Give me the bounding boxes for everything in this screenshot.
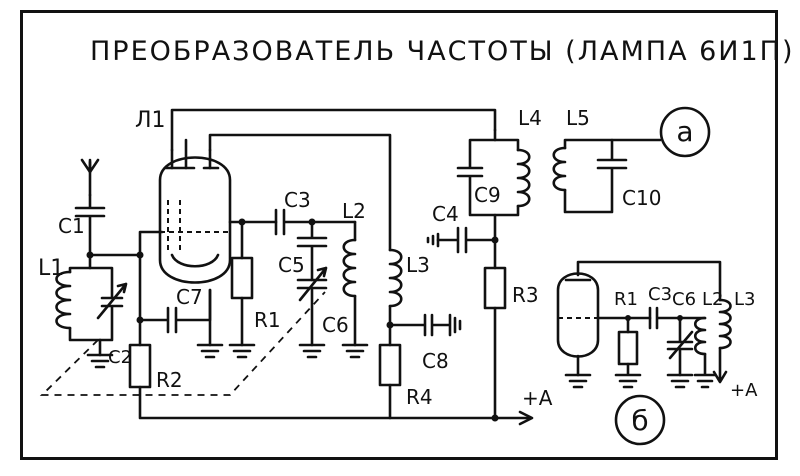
ground-icon <box>86 353 114 369</box>
label-r4: R4 <box>406 385 433 409</box>
coil-l2-b <box>693 316 717 389</box>
tube-circuit-b <box>556 260 722 389</box>
circuit-a-mark-text: а <box>676 115 693 148</box>
circuit-b-mark <box>614 394 666 446</box>
coil-l2 <box>341 220 369 359</box>
label-r3: R3 <box>512 283 539 307</box>
label-l4: L4 <box>518 106 542 130</box>
capacitor-c7 <box>138 288 212 334</box>
capacitor-c4 <box>426 226 497 254</box>
capacitor-c5-c6 <box>296 218 328 359</box>
tube-6i1p <box>158 138 232 284</box>
label-l3: L3 <box>406 253 430 277</box>
label-c8: C8 <box>422 349 449 373</box>
label-r1-b: R1 <box>614 289 638 310</box>
label-plus-a-b: +A <box>730 380 758 401</box>
label-c6-b: C6 <box>672 289 696 310</box>
label-c7: C7 <box>176 285 203 309</box>
resistor-r3 <box>483 238 507 420</box>
label-c9: C9 <box>474 183 501 207</box>
wire <box>208 133 392 252</box>
capacitor-c8 <box>388 313 462 337</box>
resistor-r1-b <box>614 315 642 389</box>
label-r2: R2 <box>156 368 183 392</box>
wire <box>88 230 164 257</box>
junction-dot <box>491 414 499 422</box>
label-r1: R1 <box>254 308 281 332</box>
capacitor-c6-b <box>666 315 694 389</box>
wire <box>170 108 497 152</box>
capacitor-c3 <box>274 208 357 236</box>
resistor-r4 <box>378 343 402 420</box>
tank-l4-c9 <box>456 128 531 242</box>
label-c2: C2 <box>108 347 132 368</box>
label-plus-a: +A <box>522 386 553 410</box>
label-l3-b: L3 <box>734 289 755 310</box>
coil-l3-b <box>712 298 732 384</box>
label-l1: L1 <box>38 256 64 281</box>
resistor-r1 <box>228 220 256 359</box>
label-tube: Л1 <box>135 108 166 133</box>
resistor-r2 <box>128 343 534 426</box>
tank-l5-c10 <box>552 138 662 214</box>
circuit-b-mark-text: б <box>631 404 648 437</box>
coil-l3 <box>388 248 403 347</box>
label-c4: C4 <box>432 202 459 226</box>
gang-link-dashed <box>39 291 326 396</box>
label-c1: C1 <box>58 214 85 238</box>
capacitor-c1 <box>74 193 106 257</box>
label-c6: C6 <box>322 313 349 337</box>
label-l2-b: L2 <box>702 289 723 310</box>
label-l5: L5 <box>566 106 590 130</box>
label-l2: L2 <box>342 199 366 223</box>
ground-icon <box>196 343 224 359</box>
label-c10: C10 <box>622 186 661 210</box>
label-c5: C5 <box>278 253 305 277</box>
label-c3: C3 <box>284 188 311 212</box>
coil-l1 <box>55 253 128 342</box>
circuit-a-mark <box>659 106 711 158</box>
diagram-title: ПРЕОБРАЗОВАТЕЛЬ ЧАСТОТЫ (ЛАМПА 6И1П) <box>90 36 795 67</box>
antenna-icon <box>80 158 100 197</box>
label-c3-b: C3 <box>648 284 672 305</box>
